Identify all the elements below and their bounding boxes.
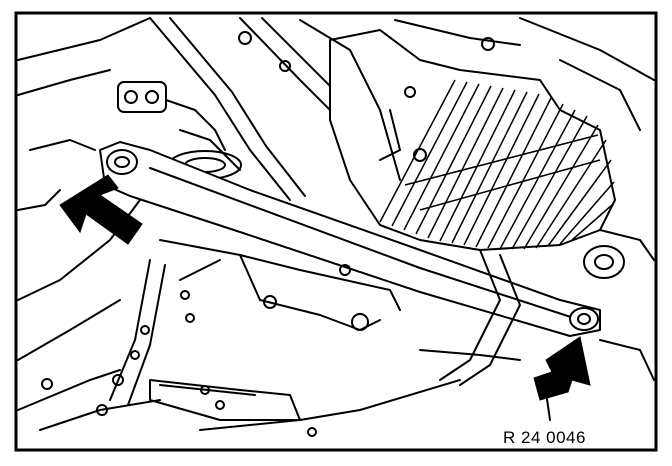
fin-5 <box>427 87 504 239</box>
housing-bolt-3 <box>413 148 427 162</box>
fin-17 <box>571 204 613 241</box>
body-contour-left-5 <box>17 299 121 361</box>
subframe-rivet-1 <box>180 290 190 300</box>
frame-rail-upper-a <box>149 17 291 201</box>
subframe-edge-1 <box>159 239 401 311</box>
tunnel-rivet-3 <box>112 374 124 386</box>
fin-7 <box>451 91 528 244</box>
fin-13 <box>523 124 599 250</box>
floor-rivet-bottom <box>307 427 317 437</box>
housing-bolt-2 <box>404 86 416 98</box>
fin-12 <box>511 115 588 250</box>
fin-4 <box>415 85 492 235</box>
exhaust-hanger <box>419 349 521 361</box>
right-strut-mount-bolt <box>569 307 599 331</box>
upper-bracket-arm <box>165 99 226 151</box>
body-contour-top-right-2 <box>519 17 655 81</box>
body-contour-left-6 <box>17 369 121 411</box>
line-art <box>17 17 655 437</box>
driveshaft-line-b <box>459 254 521 386</box>
mount-rib <box>179 129 241 171</box>
housing-bolt-1 <box>481 37 495 51</box>
upper-bracket <box>117 81 167 113</box>
body-contour-left-1 <box>17 69 111 96</box>
tunnel-rivet-2 <box>130 350 140 360</box>
frame-rail-upper-b <box>169 17 306 197</box>
transmission-edge-top <box>394 19 521 46</box>
tunnel-rail-left-b <box>127 264 166 406</box>
exhaust-rivet-2 <box>215 400 225 410</box>
exhaust-rivet-1 <box>200 385 210 395</box>
tunnel-rivet-1 <box>140 325 150 335</box>
body-contour-bottom-left <box>39 399 161 431</box>
upper-bracket-hole-2 <box>145 90 159 104</box>
body-contour-right-2 <box>599 339 655 381</box>
reference-code: R 24 0046 <box>503 428 586 447</box>
subframe-hole-1 <box>263 295 277 309</box>
frame-border <box>14 11 658 452</box>
fin-1 <box>379 79 456 223</box>
fin-2 <box>391 81 468 227</box>
left-bolt-head <box>114 156 130 168</box>
left-strut-mount-bolt <box>106 149 138 175</box>
floor-line-bottom <box>199 379 461 431</box>
fin-cross-1 <box>419 159 601 211</box>
cooling-fins <box>379 79 615 250</box>
fin-14 <box>535 139 607 249</box>
subframe-rib-1 <box>179 259 221 281</box>
fin-15 <box>547 159 612 247</box>
subframe-rivet-2 <box>185 313 195 323</box>
strut-bar-centerline <box>149 167 581 321</box>
rail-hole-2 <box>279 60 291 72</box>
exhaust-channel-line <box>159 384 256 396</box>
tunnel-rivet-4 <box>96 404 108 416</box>
body-contour-left-3 <box>17 189 61 211</box>
fin-16 <box>559 181 615 245</box>
frame-rail-upper-c <box>239 17 331 111</box>
right-bolt-head <box>577 313 591 325</box>
housing-rib-1 <box>379 109 401 161</box>
arrow-left <box>59 174 143 245</box>
transmission-housing <box>329 29 616 251</box>
fin-10 <box>487 103 564 249</box>
fin-8 <box>463 93 540 246</box>
driveshaft-line-a <box>439 249 501 381</box>
upper-bracket-hole-1 <box>124 90 138 104</box>
arrow-right <box>533 336 591 401</box>
tunnel-rail-left-a <box>109 259 151 401</box>
fin-11 <box>499 109 576 250</box>
body-contour-left-2 <box>29 139 96 151</box>
strut-bar <box>99 141 601 337</box>
rail-hole-1 <box>238 31 252 45</box>
right-mount-ring <box>583 245 625 279</box>
body-contour-top-left <box>17 17 151 61</box>
floor-hole-left <box>41 378 53 390</box>
transmission-edge-left <box>299 19 401 181</box>
body-contour-top-right <box>559 59 641 131</box>
body-contour-right-1 <box>599 229 655 261</box>
fin-cross-2 <box>404 134 599 186</box>
right-mount-ring-inner <box>594 254 614 270</box>
subframe-rivet-3 <box>339 264 351 276</box>
subframe-hole-2 <box>351 313 369 331</box>
fin-3 <box>403 83 480 231</box>
fin-9 <box>475 97 552 248</box>
